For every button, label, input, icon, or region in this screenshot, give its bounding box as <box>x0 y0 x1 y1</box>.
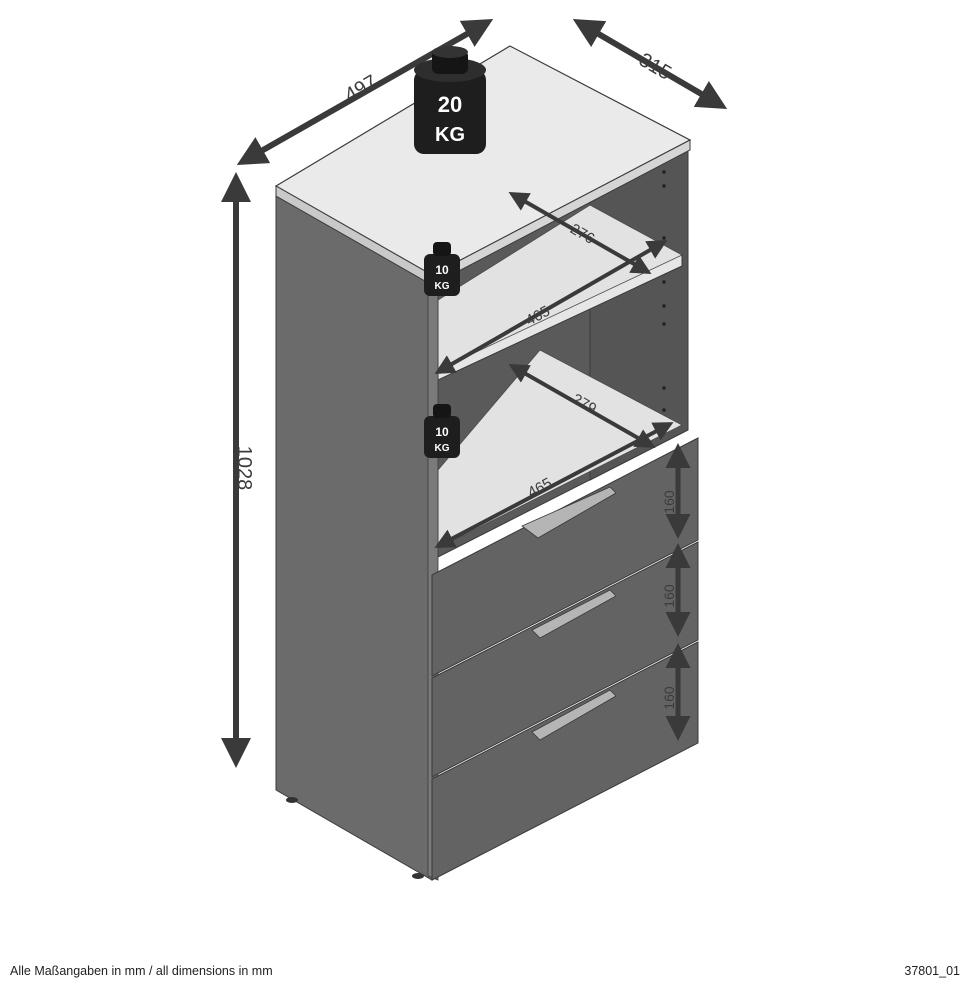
shelf-pin-hole <box>662 280 666 284</box>
upper-shelf-load-unit: KG <box>435 281 450 292</box>
top-load-unit: KG <box>435 124 465 146</box>
weight-icon-upper-shelf: 10 KG <box>424 242 460 296</box>
weight-icon-top: 20 KG <box>414 46 486 154</box>
article-code: 37801_01 <box>904 964 960 978</box>
top-load-value: 20 <box>438 92 462 117</box>
depth-label: 315 <box>635 49 675 85</box>
width-arrow <box>236 19 494 165</box>
drawer-1-height-label: 160 <box>661 490 677 514</box>
upper-shelf-width-arrow <box>434 240 668 374</box>
cabinet <box>274 45 699 881</box>
shelf-dimension-arrows <box>434 192 674 548</box>
weight-icon-lower-shelf: 10 KG <box>424 404 460 458</box>
depth-arrow <box>572 18 728 110</box>
shelf-pin-hole <box>662 322 666 326</box>
lower-shelf-load-value: 10 <box>435 425 449 439</box>
shelf-pin-hole <box>662 236 666 240</box>
cabinet-foot-right <box>412 873 424 879</box>
shelf-pin-hole <box>662 386 666 390</box>
shelf-pin-hole <box>662 304 666 308</box>
shelf-pin-hole <box>662 170 666 174</box>
drawer-3[interactable] <box>431 641 699 881</box>
drawer-2-handle[interactable] <box>531 589 617 639</box>
shelf-pin-hole <box>662 408 666 412</box>
cabinet-foot-left <box>286 797 298 803</box>
lower-shelf-load-unit: KG <box>435 443 450 454</box>
lower-shelf-width-arrow <box>434 422 674 548</box>
drawer-2-height-label: 160 <box>661 584 677 608</box>
height-label: 1028 <box>233 446 255 491</box>
upper-shelf-load-value: 10 <box>435 263 449 277</box>
dimensions-unit-note: Alle Maßangaben in mm / all dimensions i… <box>10 964 273 978</box>
drawer-3-handle[interactable] <box>531 689 617 741</box>
drawer-2[interactable] <box>431 541 699 778</box>
cabinet-left-side <box>275 195 433 881</box>
drawer-3-height-label: 160 <box>661 686 677 710</box>
shelf-pin-hole <box>662 184 666 188</box>
dimension-arrows <box>221 18 728 768</box>
